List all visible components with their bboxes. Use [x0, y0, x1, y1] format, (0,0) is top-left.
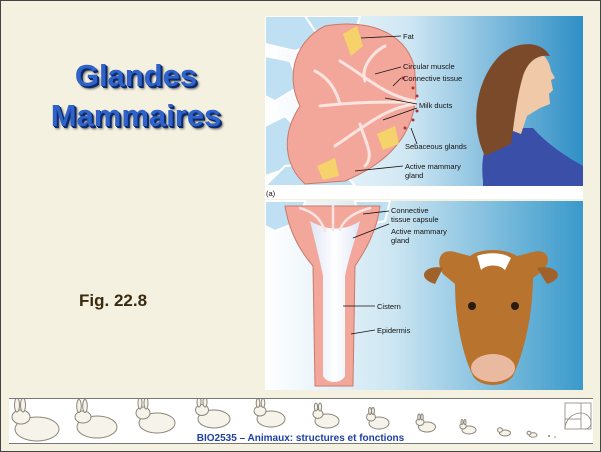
panel-b: Connective tissue capsule Active mammary…: [265, 201, 583, 390]
rabbit-icon: [313, 403, 339, 428]
label-active-mammary-gland-a-1: Active mammary: [405, 162, 461, 171]
label-active-mammary-gland-a-2: gland: [405, 171, 423, 180]
figure-reference: Fig. 22.8: [79, 291, 147, 311]
label-active-mammary-gland-b-1: Active mammary: [391, 227, 447, 236]
label-connective-tissue-capsule-1: Connective: [391, 206, 429, 215]
label-connective-tissue-capsule-2: tissue capsule: [391, 215, 439, 224]
label-sebaceous-glands: Sebaceous glands: [405, 142, 467, 151]
title-line-1: Glandes: [31, 56, 241, 96]
label-active-mammary-gland-b-2: gland: [391, 236, 409, 245]
rabbit-icon: [196, 399, 231, 428]
rabbit-icon: [254, 399, 285, 427]
label-epidermis: Epidermis: [377, 326, 411, 335]
footer-course-title: BIO2535 – Animaux: structures et fonctio…: [1, 433, 600, 444]
mammary-figure-svg: Fat Circular muscle Connective tissue Mi…: [265, 16, 583, 390]
panel-a: Fat Circular muscle Connective tissue Mi…: [265, 16, 583, 186]
title-line-2: Mammaires: [31, 96, 241, 136]
rabbit-icon: [460, 420, 476, 435]
panel-a-caption-strip: [265, 186, 583, 199]
label-circular-muscle: Circular muscle: [403, 62, 455, 71]
label-cistern: Cistern: [377, 302, 401, 311]
golden-spiral-icon: [565, 403, 591, 429]
rabbit-icon: [367, 408, 390, 430]
label-milk-ducts: Milk ducts: [419, 101, 453, 110]
rabbit-icon: [136, 399, 175, 433]
slide-title: Glandes Mammaires: [31, 56, 241, 136]
panel-a-label: (a): [266, 189, 276, 198]
mammary-figure: Fat Circular muscle Connective tissue Mi…: [265, 16, 583, 390]
label-fat: Fat: [403, 32, 415, 41]
label-connective-tissue: Connective tissue: [403, 74, 462, 83]
rabbit-icon: [416, 414, 436, 432]
